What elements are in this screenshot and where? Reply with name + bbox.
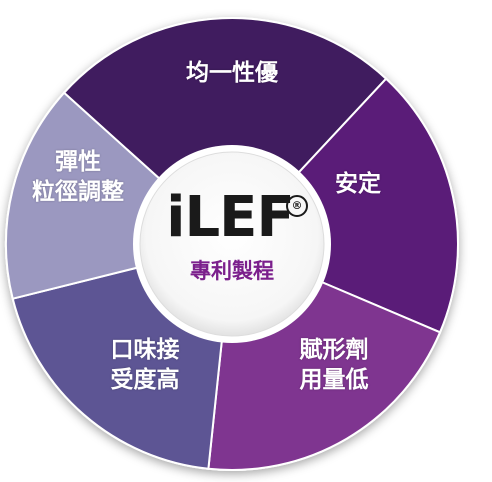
segment-label-top: 均一性優 bbox=[186, 60, 278, 86]
segment-label-left: 彈性 粒徑調整 bbox=[32, 149, 124, 205]
segment-label-bottom-left: 口味接 受度高 bbox=[110, 337, 180, 393]
segment-label-bottom-right: 賦形劑 用量低 bbox=[299, 337, 369, 393]
segments-group bbox=[5, 17, 459, 471]
hub-circle bbox=[139, 151, 325, 337]
brand-subtitle: 專利製程 bbox=[190, 259, 274, 283]
brand-logo-text: iLEF bbox=[166, 185, 294, 250]
registered-mark-icon: ® bbox=[286, 195, 308, 217]
segment-label-right: 安定 bbox=[335, 171, 381, 197]
